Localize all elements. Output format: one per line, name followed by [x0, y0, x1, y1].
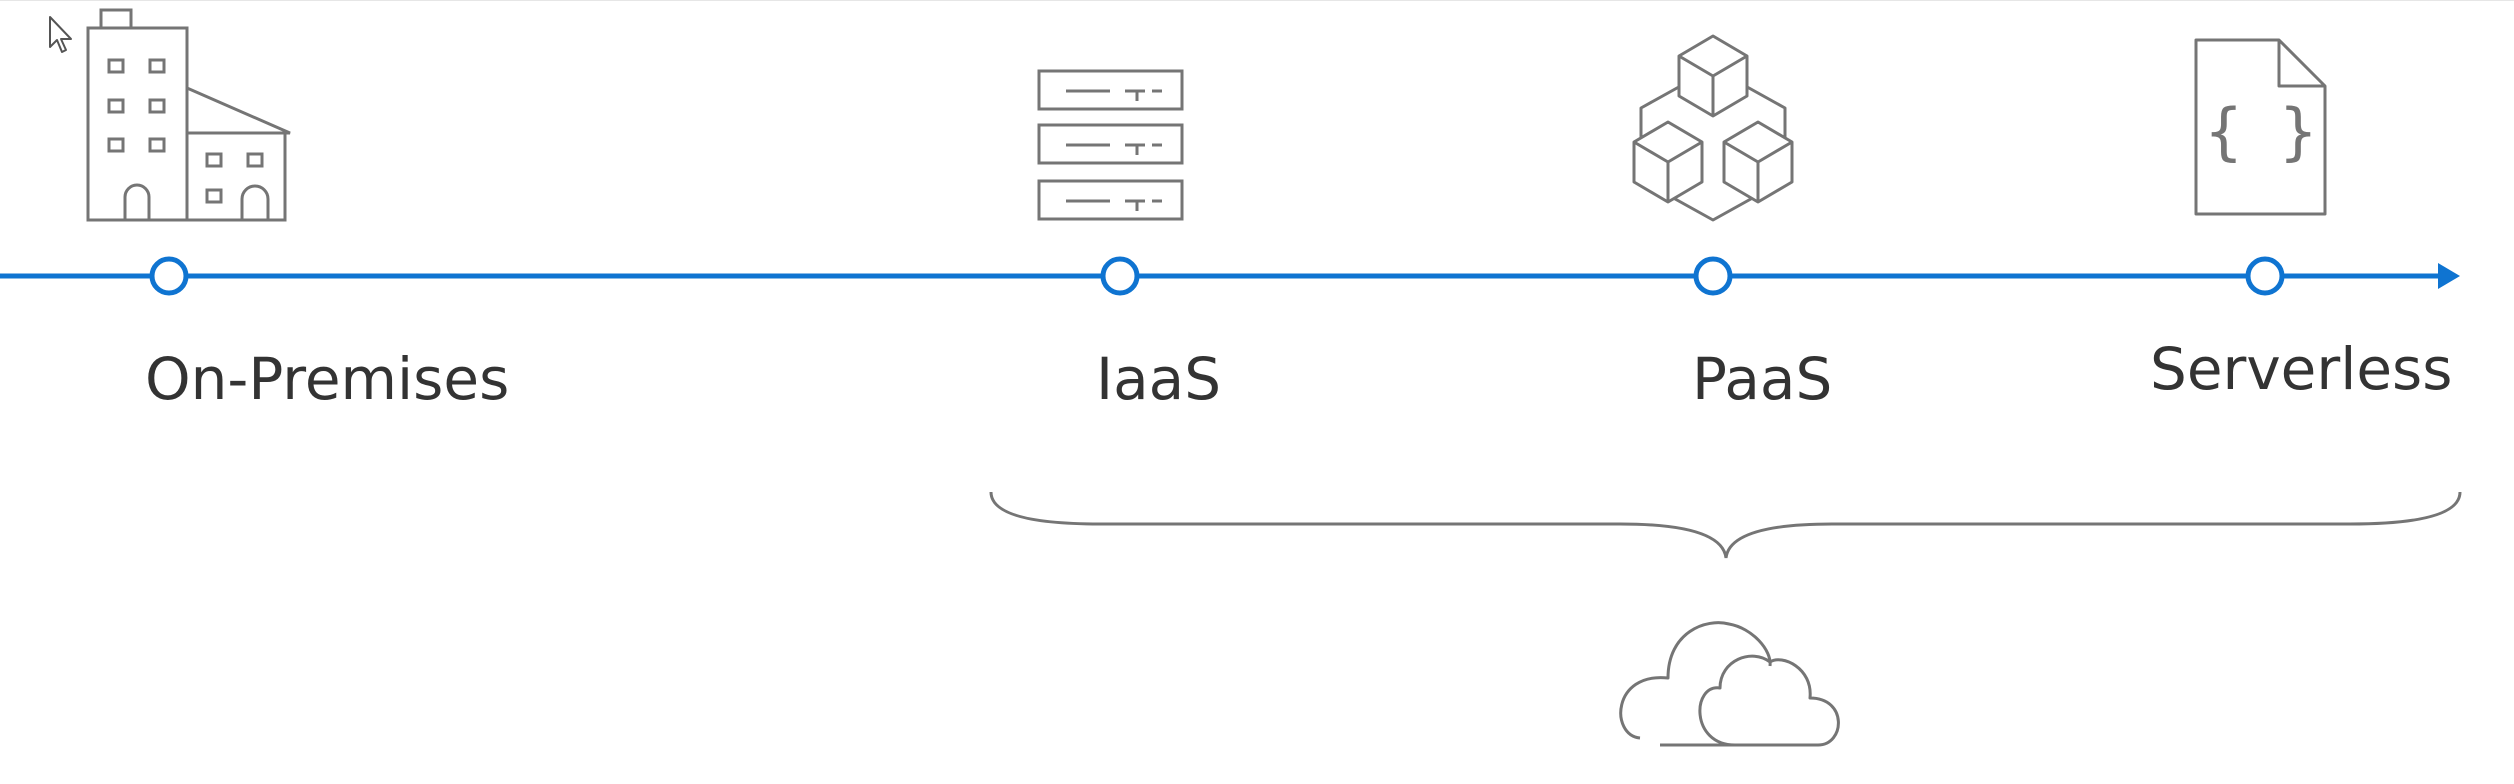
stage-label-on-premises: On-Premises	[145, 345, 510, 413]
timeline-marker-iaas	[1100, 256, 1140, 296]
timeline-marker-serverless	[2245, 256, 2285, 296]
stage-label-iaas: IaaS	[1096, 345, 1222, 413]
cloud-group-brace	[989, 491, 2462, 559]
timeline	[0, 256, 2460, 296]
cubes-cluster-icon	[1632, 34, 1794, 222]
stage-label-serverless: Serverless	[2150, 335, 2453, 403]
top-border	[0, 0, 2514, 1]
mouse-pointer-icon	[49, 16, 72, 53]
code-braces-glyph: { }	[2205, 95, 2317, 168]
server-rack-icon	[1037, 69, 1184, 221]
timeline-arrowhead	[2438, 263, 2460, 289]
code-file-icon: { }	[2194, 38, 2327, 216]
timeline-marker-on-premises	[149, 256, 189, 296]
stage-label-paas: PaaS	[1692, 345, 1833, 413]
office-building-icon	[86, 8, 291, 222]
timeline-marker-paas	[1693, 256, 1733, 296]
cloud-icon	[1619, 621, 1840, 747]
